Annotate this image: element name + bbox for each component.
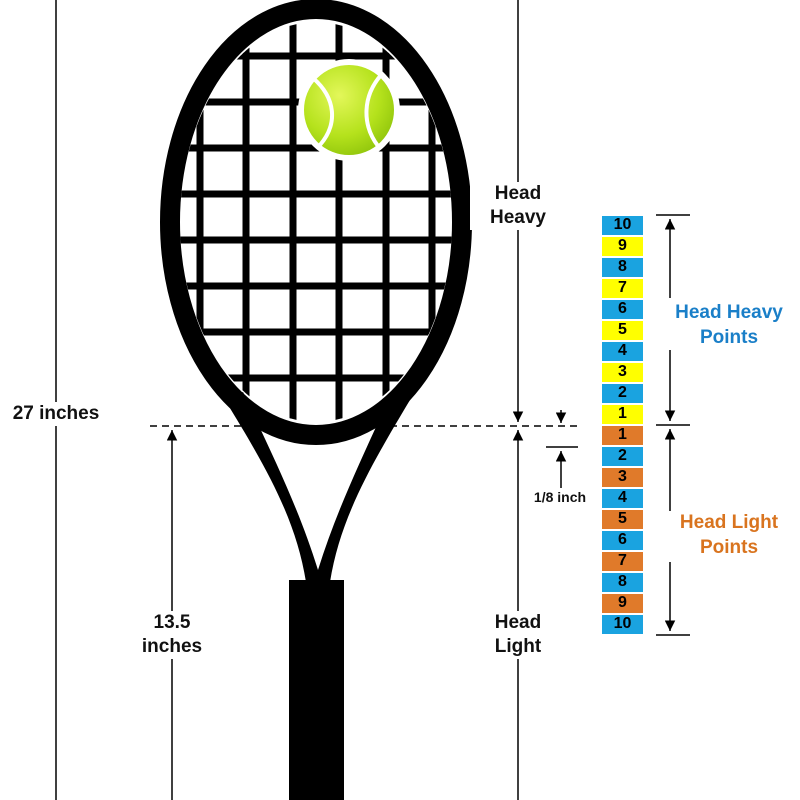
- head-heavy-points-legend: Head Heavy Points: [658, 301, 800, 351]
- head-heavy-label: Head Heavy: [470, 182, 566, 230]
- light-cell-2: 2: [601, 446, 644, 467]
- total-length-label: 27 inches: [0, 402, 112, 426]
- light-legend-line1: Head Light: [679, 512, 779, 533]
- head-heavy-line1: Head: [494, 183, 542, 204]
- light-cell-7: 7: [601, 551, 644, 572]
- half-length-value: 13.5: [153, 612, 191, 633]
- head-light-line2: Light: [494, 635, 542, 657]
- half-length-unit: inches: [141, 635, 203, 657]
- heavy-cell-8: 8: [601, 257, 644, 278]
- heavy-cell-10: 10: [601, 215, 644, 236]
- light-cell-1: 1: [601, 425, 644, 446]
- light-legend-line2: Points: [699, 536, 759, 558]
- light-cell-6: 6: [601, 530, 644, 551]
- eighth-inch-text: 1/8 inch: [533, 489, 587, 505]
- light-cell-8: 8: [601, 572, 644, 593]
- light-cell-3: 3: [601, 467, 644, 488]
- heavy-cell-3: 3: [601, 362, 644, 383]
- racquet-head-frame: [160, 0, 472, 445]
- eighth-inch-label: 1/8 inch: [522, 489, 598, 507]
- eighth-inch-indicator: [546, 410, 578, 488]
- racquet-throat: [225, 392, 410, 582]
- heavy-cell-5: 5: [601, 320, 644, 341]
- heavy-cell-1: 1: [601, 404, 644, 425]
- heavy-points-bracket: [656, 214, 690, 426]
- heavy-cell-9: 9: [601, 236, 644, 257]
- heavy-cell-6: 6: [601, 299, 644, 320]
- tennis-ball-icon: [298, 59, 400, 161]
- heavy-legend-line2: Points: [699, 326, 759, 348]
- heavy-legend-line1: Head Heavy: [675, 302, 783, 323]
- half-length-label: 13.5 inches: [120, 611, 224, 659]
- heavy-cell-7: 7: [601, 278, 644, 299]
- light-cell-4: 4: [601, 488, 644, 509]
- head-heavy-line2: Heavy: [490, 206, 546, 228]
- light-cell-10: 10: [601, 614, 644, 635]
- heavy-cell-4: 4: [601, 341, 644, 362]
- light-points-bracket: [656, 429, 690, 636]
- light-cell-5: 5: [601, 509, 644, 530]
- heavy-cell-2: 2: [601, 383, 644, 404]
- head-light-points-legend: Head Light Points: [662, 511, 796, 561]
- head-light-line1: Head: [494, 612, 542, 633]
- total-length-text: 27 inches: [12, 403, 100, 424]
- racquet-handle: [289, 580, 344, 800]
- light-cell-9: 9: [601, 593, 644, 614]
- head-light-label: Head Light: [470, 611, 566, 659]
